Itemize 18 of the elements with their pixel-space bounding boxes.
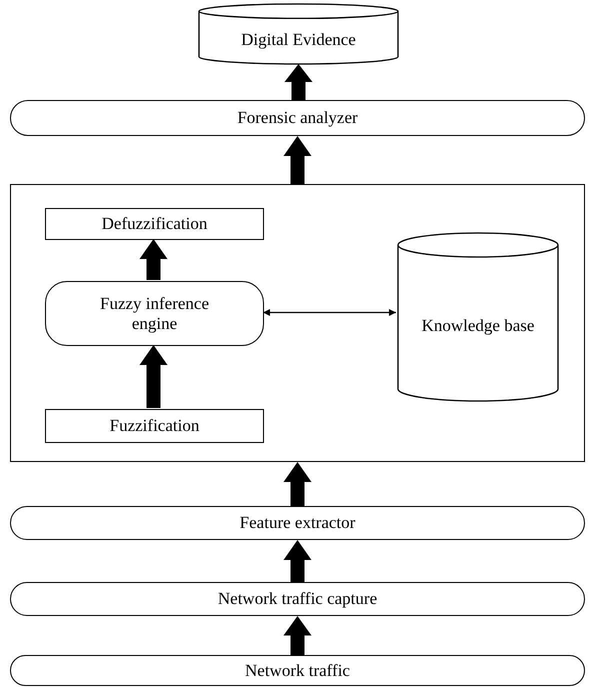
process-box: Defuzzification	[45, 208, 264, 240]
block-arrow	[284, 462, 312, 506]
block-arrow	[284, 616, 312, 655]
process-box: Network traffic capture	[10, 582, 585, 616]
process-box: Feature extractor	[10, 506, 585, 540]
block-arrow	[284, 64, 312, 100]
group-frame	[10, 184, 585, 462]
block-arrow	[140, 345, 168, 408]
node-label: Digital Evidence	[241, 30, 356, 50]
process-box: Fuzzy inference engine	[45, 281, 264, 346]
block-arrow	[284, 540, 312, 582]
block-arrow	[140, 239, 168, 280]
double-arrow	[263, 309, 396, 316]
node-label: Knowledge base	[422, 316, 534, 336]
block-arrow	[284, 136, 312, 184]
process-box: Forensic analyzer	[10, 100, 585, 136]
process-box: Fuzzification	[45, 409, 264, 443]
process-box: Network traffic	[10, 655, 585, 686]
